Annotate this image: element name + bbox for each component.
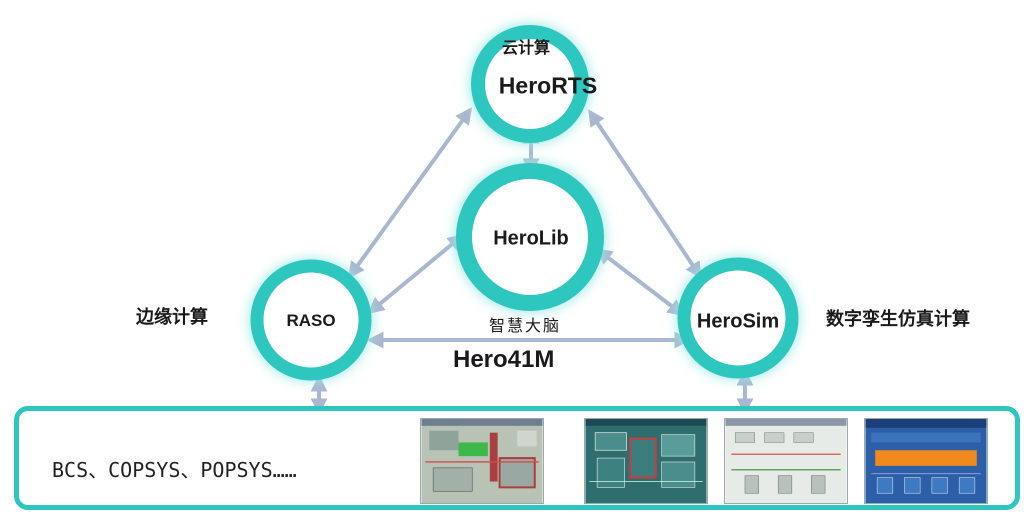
arrow-rts-raso bbox=[348, 107, 472, 279]
raso-title: RASO bbox=[286, 311, 336, 330]
herorts-title: HeroRTS bbox=[498, 72, 598, 99]
process-screen-thumbnail-2 bbox=[584, 418, 708, 504]
herolib-title: HeroLib bbox=[493, 227, 569, 250]
node-raso bbox=[250, 259, 372, 381]
systems-list-text: BCS、COPSYS、POPSYS…… bbox=[52, 458, 297, 482]
process-screen-thumbnail-3 bbox=[724, 418, 848, 504]
raso-caption: 边缘计算 bbox=[136, 307, 208, 327]
herolib-caption: 智慧大脑 bbox=[489, 316, 562, 335]
node-herolib bbox=[455, 162, 605, 312]
node-herosim bbox=[677, 257, 799, 379]
arrow-lib-raso bbox=[367, 233, 465, 315]
process-screen-thumbnail-4 bbox=[864, 418, 988, 504]
herosim-title: HeroSim bbox=[696, 310, 780, 333]
herorts-caption: 云计算 bbox=[502, 40, 551, 57]
platform-label: Hero41M bbox=[453, 346, 555, 373]
process-screen-thumbnail-1 bbox=[420, 418, 544, 504]
herosim-caption: 数字孪生仿真计算 bbox=[826, 309, 970, 329]
arrow-rts-sim bbox=[588, 109, 702, 279]
arrow-lib-sim bbox=[595, 247, 685, 317]
node-herorts bbox=[470, 24, 590, 144]
